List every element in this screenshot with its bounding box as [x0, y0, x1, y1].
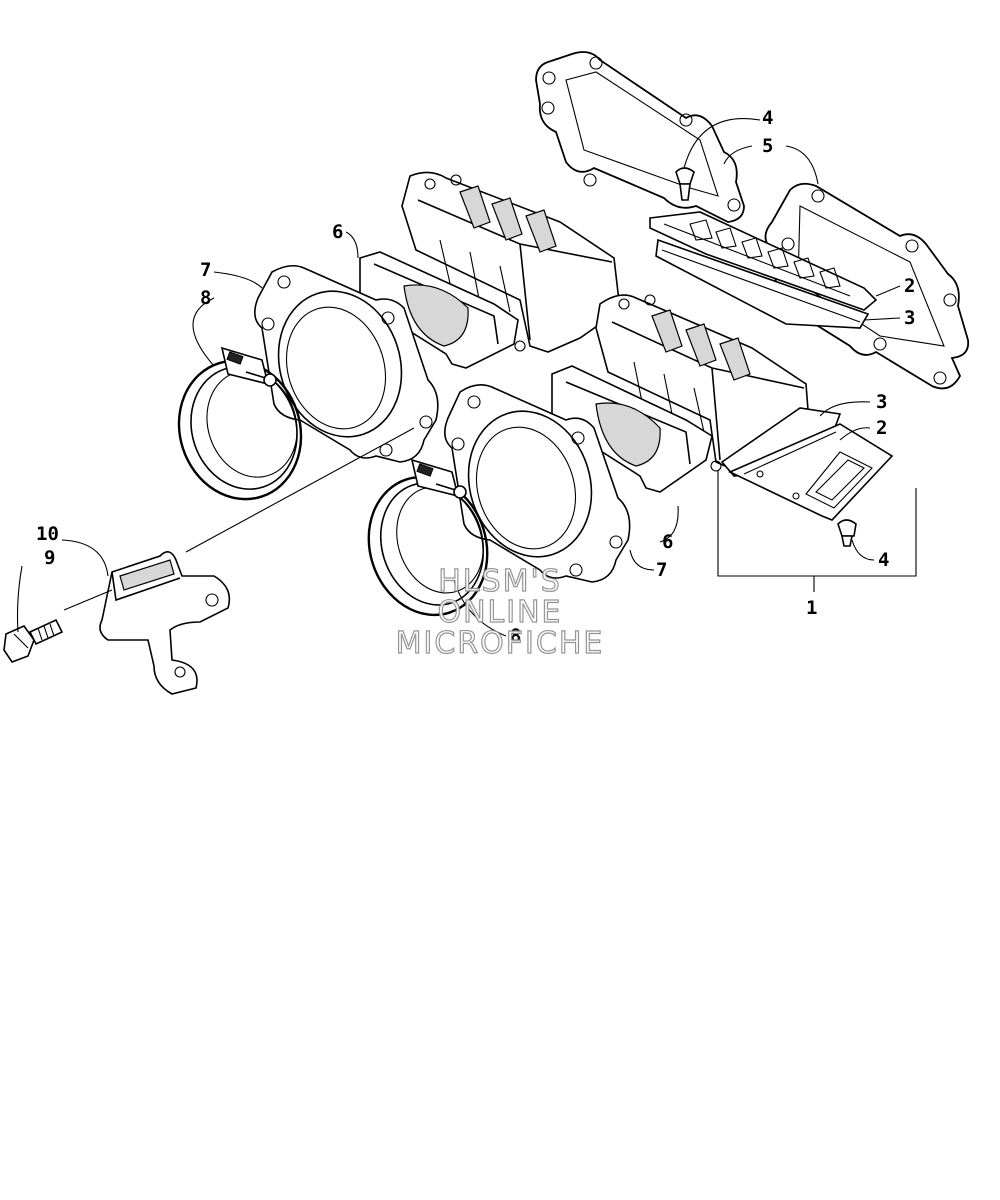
callout-8-upper: 8 [200, 287, 211, 309]
spacer-upper [359, 251, 519, 369]
clamp-upper [177, 346, 303, 501]
reed-plate-lower [720, 407, 894, 521]
watermark-line-3: MICROFICHE [395, 626, 605, 661]
flange-lower [444, 384, 631, 583]
clamp-lower [367, 458, 489, 617]
watermark-line-2: ONLINE [437, 595, 563, 630]
screw-lower [837, 519, 857, 547]
bolt [3, 618, 64, 663]
callout-7-upper: 7 [200, 259, 211, 281]
callout-1: 1 [806, 597, 817, 619]
watermark: HLSM'S ONLINE MICROFICHE [380, 564, 620, 661]
callout-3-lower: 3 [876, 391, 887, 413]
callouts: 4 5 6 7 8 2 3 3 2 4 6 7 8 1 10 9 [36, 107, 915, 647]
callout-6-upper: 6 [332, 221, 343, 243]
callout-7-lower: 7 [656, 559, 667, 581]
reed-cage-upper [401, 171, 621, 353]
callout-2-upper: 2 [904, 275, 915, 297]
reed-plate-upper [649, 211, 878, 329]
callout-4-lower: 4 [878, 549, 889, 571]
gasket-upper [535, 51, 745, 223]
callout-6-lower: 6 [662, 531, 673, 553]
flange-upper [254, 264, 439, 463]
callout-8-lower: 8 [510, 625, 521, 647]
callout-2-lower: 2 [876, 417, 887, 439]
screw-upper [675, 167, 695, 201]
callout-5: 5 [762, 135, 773, 157]
callout-4-upper: 4 [762, 107, 773, 129]
watermark-line-1: HLSM'S [438, 564, 562, 599]
callout-9: 9 [44, 547, 55, 569]
bracket [99, 551, 231, 695]
callout-10: 10 [36, 523, 59, 545]
leader-lines [16, 118, 917, 637]
callout-3-upper: 3 [904, 307, 915, 329]
